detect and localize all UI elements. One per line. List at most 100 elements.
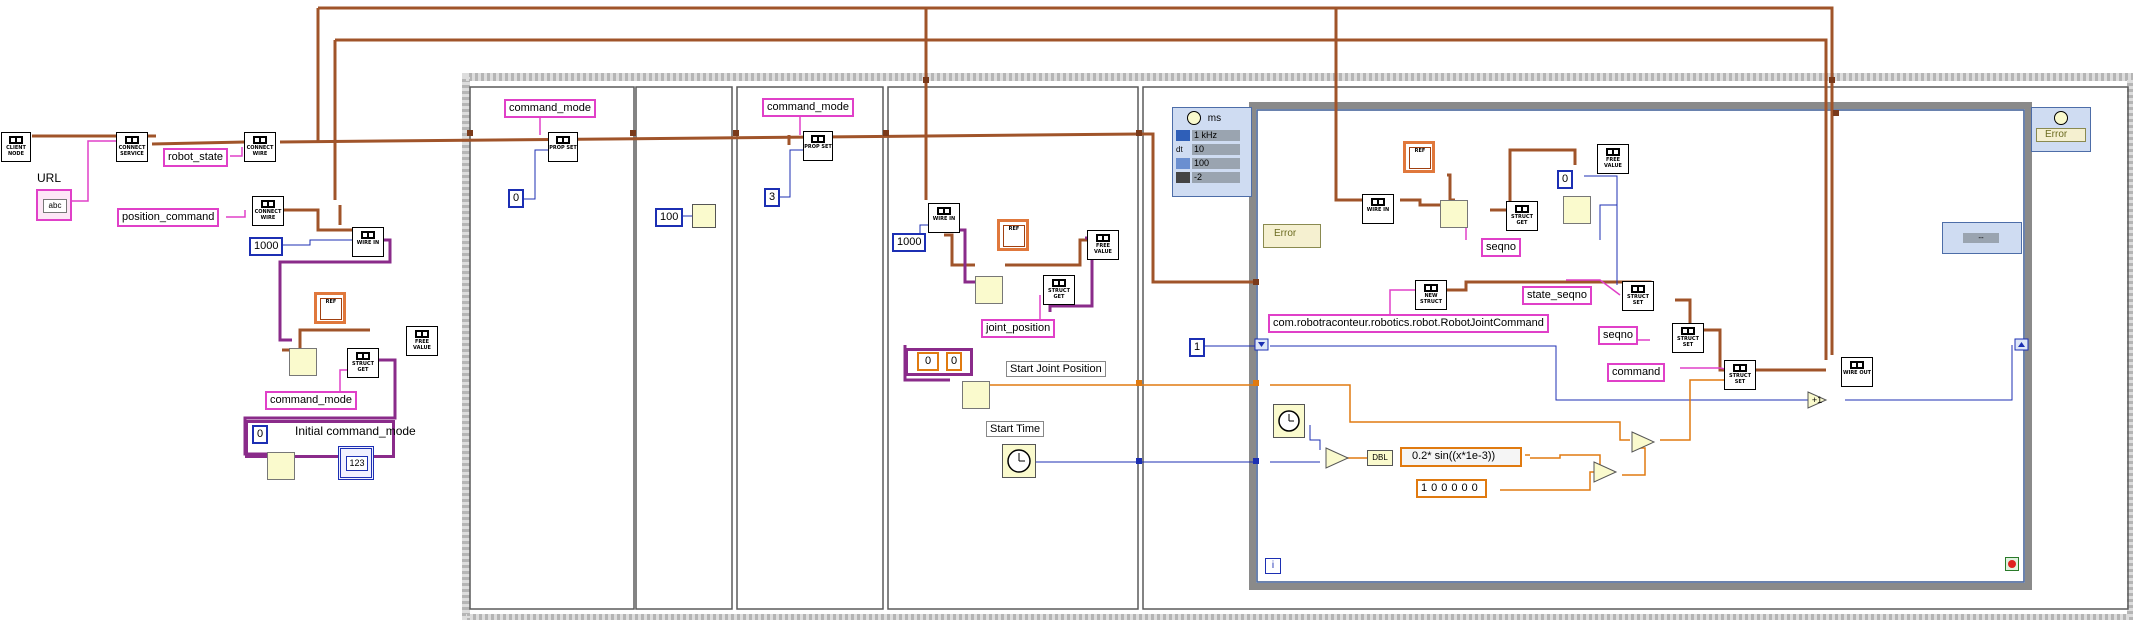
elapsed-timer[interactable] <box>1273 404 1305 438</box>
url-value: abc <box>43 199 67 213</box>
timeout-constant-1[interactable]: 1000 <box>249 237 284 256</box>
robotraconteur-icon <box>1051 278 1067 288</box>
struct-type-constant[interactable]: com.robotraconteur.robotics.robot.RobotJ… <box>1268 314 1549 333</box>
array-element-1[interactable]: 0 <box>917 352 940 371</box>
robotraconteur-icon <box>8 135 24 145</box>
connect-wire-node-1[interactable]: CONNECT WIRE <box>244 132 276 162</box>
struct-set-node-1[interactable]: STRUCT SET <box>1622 281 1654 311</box>
wait-ms-constant[interactable]: 100 <box>655 208 684 227</box>
initial-command-mode-cluster[interactable] <box>245 420 395 458</box>
increment-icon[interactable]: +1 <box>1811 395 1823 405</box>
to-double-conversion[interactable]: DBL <box>1367 450 1393 466</box>
wire-in-label-3: WIRE IN <box>1366 207 1390 213</box>
ref-label-2: REF <box>1008 226 1020 232</box>
new-struct-node[interactable]: NEW STRUCT <box>1415 280 1447 310</box>
connect-service-label: CONNECT SERVICE <box>118 145 146 157</box>
gear-icon[interactable] <box>962 381 990 409</box>
timed-loop-row-3[interactable]: 100 <box>1176 158 1250 170</box>
timed-loop-row-1[interactable]: 1 kHz <box>1176 130 1250 142</box>
wire-out-node[interactable]: WIRE OUT <box>1841 357 1873 387</box>
initial-command-mode-input[interactable]: 0 <box>252 425 269 444</box>
free-value-label-1: FREE VALUE <box>413 339 431 351</box>
ref-node-3[interactable]: REF <box>1403 141 1435 173</box>
gear-icon[interactable] <box>267 452 295 480</box>
priority-icon <box>1176 172 1190 183</box>
tunnels <box>467 77 1839 464</box>
url-control[interactable]: abc <box>36 189 72 221</box>
struct-get-label-1: STRUCT GET <box>351 361 374 373</box>
timed-loop-header: ms <box>1187 111 1221 125</box>
robotraconteur-icon <box>1680 326 1696 336</box>
indicator-value: 123 <box>346 456 368 471</box>
robotraconteur-icon <box>1095 233 1111 243</box>
connect-service-node[interactable]: CONNECT SERVICE <box>116 132 148 162</box>
connect-wire-label-1: CONNECT WIRE <box>246 145 274 157</box>
position-command-constant[interactable]: position_command <box>117 208 220 227</box>
indicator-terminal: 123 <box>338 446 374 480</box>
mode-constant-3[interactable]: 3 <box>764 188 781 207</box>
free-value-node-1[interactable]: FREE VALUE <box>406 326 438 356</box>
struct-set-node-2[interactable]: STRUCT SET <box>1672 323 1704 353</box>
timed-loop-config-panel[interactable]: ms 1 kHz dt 10 100 -2 <box>1172 107 1252 197</box>
command-constant[interactable]: command <box>1607 363 1666 382</box>
command-mode-constant-3[interactable]: command_mode <box>762 98 854 117</box>
gear-icon[interactable] <box>975 276 1003 304</box>
robotraconteur-icon <box>936 206 952 216</box>
seqno-constant-2[interactable]: seqno <box>1598 326 1638 345</box>
robot-state-constant[interactable]: robot_state <box>163 148 229 167</box>
seqno-constant-1[interactable]: seqno <box>1481 238 1521 257</box>
integer-wires <box>281 149 2013 463</box>
error-in-cluster[interactable]: Error <box>1263 224 1321 248</box>
timed-loop-row-4-value: -2 <box>1192 172 1240 183</box>
gear-icon[interactable] <box>1563 196 1591 224</box>
free-value-label-2: FREE VALUE <box>1094 243 1112 255</box>
timeout-constant-2[interactable]: 1000 <box>892 233 927 252</box>
client-node[interactable]: CLIENT NODE <box>1 132 31 162</box>
struct-set-node-3[interactable]: STRUCT SET <box>1724 360 1756 390</box>
wire-in-label-2: WIRE IN <box>932 216 956 222</box>
clock-icon <box>1007 449 1031 473</box>
struct-get-node-1[interactable]: STRUCT GET <box>347 348 379 378</box>
mode-constant-0[interactable]: 0 <box>508 189 525 208</box>
timed-loop-row-4[interactable]: -2 <box>1176 172 1250 184</box>
array-element-2[interactable]: 0 <box>946 352 963 371</box>
command-mode-constant-1[interactable]: command_mode <box>265 391 357 410</box>
clock-icon <box>1176 130 1190 141</box>
free-value-node-2[interactable]: FREE VALUE <box>1087 230 1119 260</box>
robotraconteur-icon <box>1630 284 1646 294</box>
command-mode-constant-2[interactable]: command_mode <box>504 99 596 118</box>
right-config-panel[interactable]: Error <box>2031 107 2091 152</box>
connect-wire-node-2[interactable]: CONNECT WIRE <box>252 196 284 226</box>
stop-icon[interactable] <box>2005 557 2019 571</box>
ref-node-2[interactable]: REF <box>997 219 1029 251</box>
prop-set-node-1[interactable]: PROP SET <box>548 132 578 162</box>
robotraconteur-icon <box>1423 283 1439 293</box>
free-value-label-3: FREE VALUE <box>1604 157 1622 169</box>
ref-node-1[interactable]: REF <box>314 292 346 324</box>
wire-in-node-2[interactable]: WIRE IN <box>928 203 960 233</box>
tick-count-timer[interactable] <box>1002 444 1036 478</box>
joint-position-constant[interactable]: joint_position <box>981 319 1056 338</box>
robotraconteur-icon <box>260 199 276 209</box>
wire-in-node-1[interactable]: WIRE IN <box>352 227 384 257</box>
timed-loop-row-2[interactable]: dt 10 <box>1176 144 1250 156</box>
gear-icon[interactable] <box>289 348 317 376</box>
prop-set-label-2: PROP SET <box>804 144 832 150</box>
struct-get-node-3[interactable]: STRUCT GET <box>1506 201 1538 231</box>
cluster-wires <box>243 228 1094 456</box>
prop-set-node-2[interactable]: PROP SET <box>803 131 833 161</box>
wait-timer-icon[interactable] <box>692 204 716 228</box>
robotraconteur-icon <box>360 230 376 240</box>
wire-in-node-3[interactable]: WIRE IN <box>1362 194 1394 224</box>
state-seqno-constant[interactable]: state_seqno <box>1522 286 1592 305</box>
struct-get-node-2[interactable]: STRUCT GET <box>1043 275 1075 305</box>
shift-registers <box>1254 338 2029 351</box>
scale-constant[interactable]: 100000 <box>1416 479 1487 498</box>
formula-node[interactable]: 0.2* sin((x*1e-3)) <box>1400 447 1522 467</box>
gear-icon[interactable] <box>1440 200 1468 228</box>
wire-in-label-1: WIRE IN <box>356 240 380 246</box>
increment-constant[interactable]: 1 <box>1189 338 1206 357</box>
seqno-constant-0[interactable]: 0 <box>1557 170 1574 189</box>
client-node-label: CLIENT NODE <box>6 145 26 157</box>
free-value-node-3[interactable]: FREE VALUE <box>1597 144 1629 174</box>
